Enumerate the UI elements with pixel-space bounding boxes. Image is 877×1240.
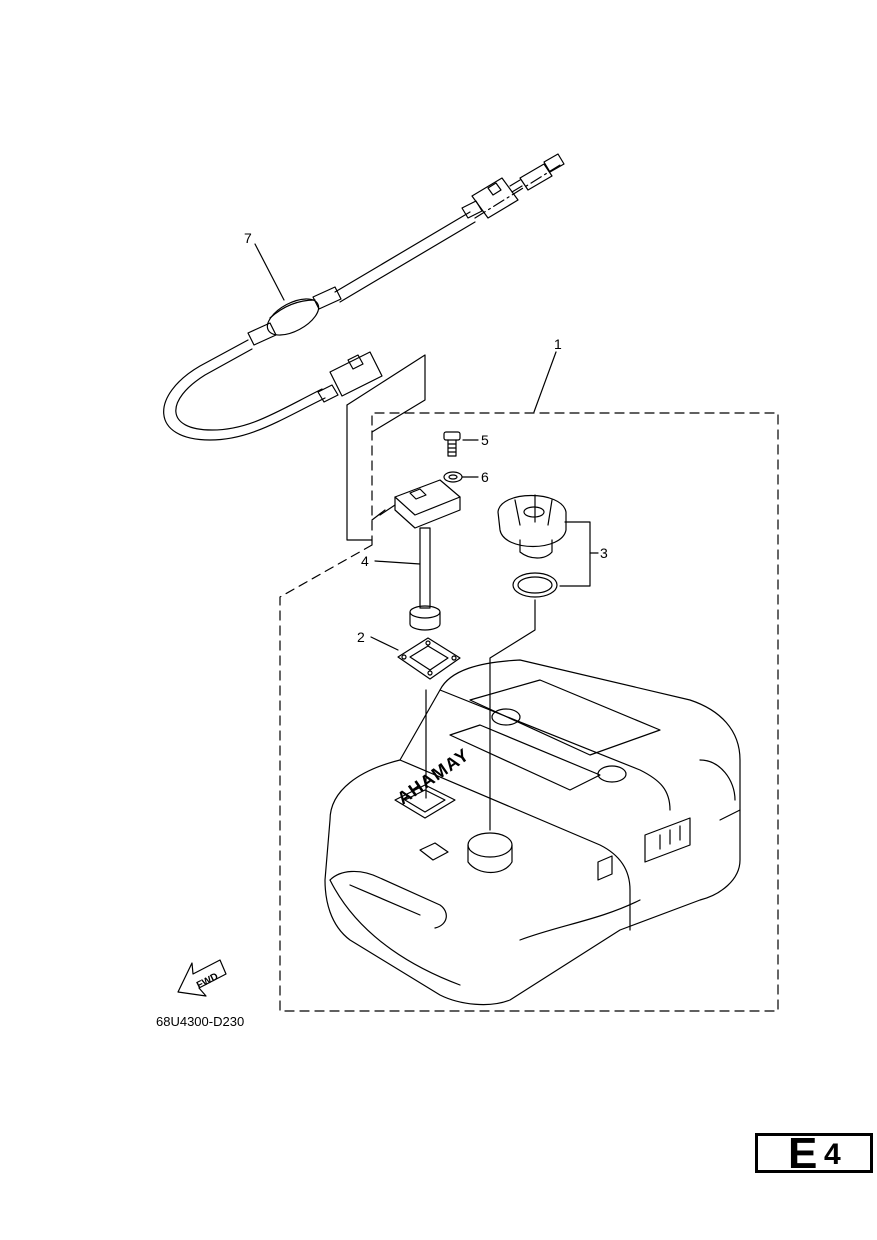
bolt — [443, 431, 461, 457]
tank-brand-text: YAMAHA — [393, 745, 473, 809]
callout-4: 4 — [361, 553, 369, 569]
primer-bulb — [266, 298, 320, 336]
fuel-cap — [497, 494, 567, 559]
washer — [443, 471, 463, 483]
fwd-arrow-icon — [177, 959, 227, 997]
engine-side-fitting — [519, 163, 553, 191]
callout-6: 6 — [481, 469, 489, 485]
cap-gasket — [512, 572, 558, 598]
callout-1: 1 — [554, 336, 562, 352]
center-lines — [425, 599, 536, 831]
callout-3: 3 — [600, 545, 608, 561]
callout-5: 5 — [481, 432, 489, 448]
callout-2: 2 — [357, 629, 365, 645]
fuel-hose-assembly — [163, 153, 565, 541]
section-number: 4 — [824, 1138, 841, 1171]
hose-connector-lower — [329, 351, 383, 397]
hose-connector-upper — [471, 177, 519, 219]
gasket — [397, 637, 461, 680]
section-letter: E — [788, 1129, 818, 1178]
callout-leaders — [254, 243, 599, 651]
assembly-boundary — [279, 412, 779, 1012]
callout-7: 7 — [244, 230, 252, 246]
diagram-code: 68U4300-D230 — [156, 1014, 244, 1029]
fwd-label: FWD — [195, 971, 220, 991]
fuel-gauge-assembly — [371, 479, 461, 631]
section-indicator: E 4 — [755, 1129, 873, 1178]
fuel-tank — [324, 659, 741, 1006]
